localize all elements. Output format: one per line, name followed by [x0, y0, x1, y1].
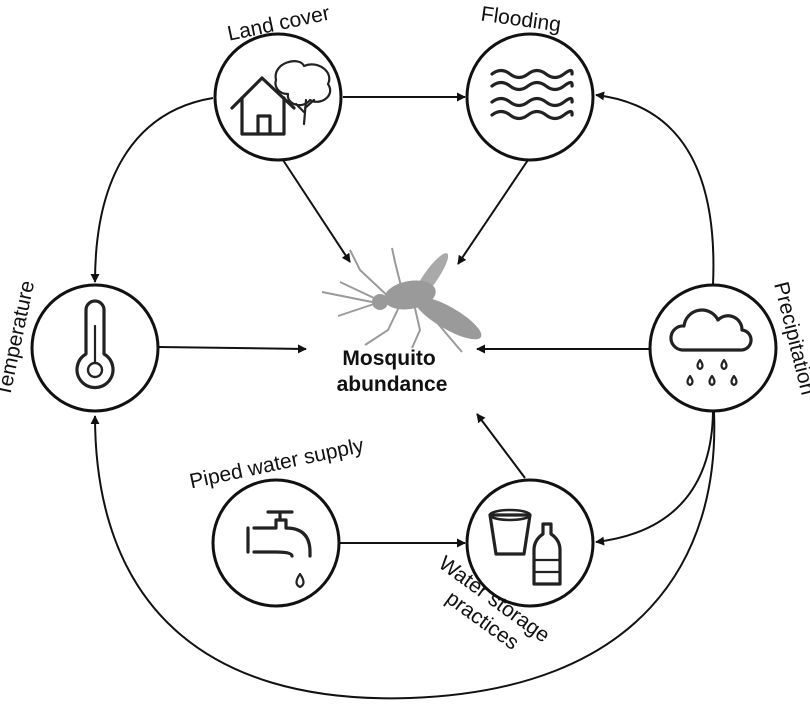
- arrow-water-storage-to-mosquito: [476, 413, 526, 479]
- piped-water-node: Piped water supply: [187, 434, 366, 608]
- water-tap-icon: [246, 510, 312, 589]
- flooding-circle: [465, 32, 595, 162]
- piped-water-circle: [211, 478, 341, 608]
- land-cover-node: Land cover: [213, 2, 343, 162]
- arrows: [90, 91, 716, 700]
- flooding-node: Flooding: [465, 3, 595, 162]
- land-cover-circle: [213, 32, 343, 162]
- mosquito-icon: [321, 247, 482, 353]
- arrow-landcover-to-temperature: [90, 97, 214, 283]
- arrow-temperature-to-mosquito: [157, 344, 307, 354]
- flooding-label: Flooding: [479, 3, 562, 37]
- center-label: Mosquito abundance: [337, 347, 448, 396]
- arrow-precipitation-to-flooding: [595, 91, 715, 286]
- precipitation-node: Precipitation: [648, 280, 810, 413]
- mosquito-abundance-node: Mosquito abundance: [321, 247, 482, 396]
- house-tree-icon: [230, 60, 332, 136]
- water-storage-node: Water storage practices: [434, 478, 595, 655]
- arrow-flooding-to-mosquito: [457, 159, 529, 265]
- center-label-line-1: Mosquito: [342, 347, 435, 370]
- thermometer-icon: [75, 299, 115, 390]
- rain-cloud-icon: [669, 308, 753, 387]
- arrow-precipitation-to-water-storage: [595, 411, 714, 546]
- temperature-node: Temperature: [0, 279, 160, 413]
- precipitation-circle: [648, 283, 778, 413]
- waves-icon: [490, 68, 574, 121]
- bucket-bottle-icon: [488, 508, 562, 586]
- arrow-precipitation-to-temperature: [90, 411, 716, 700]
- center-label-line-2: abundance: [337, 373, 448, 396]
- arrow-landcover-to-mosquito: [282, 159, 351, 263]
